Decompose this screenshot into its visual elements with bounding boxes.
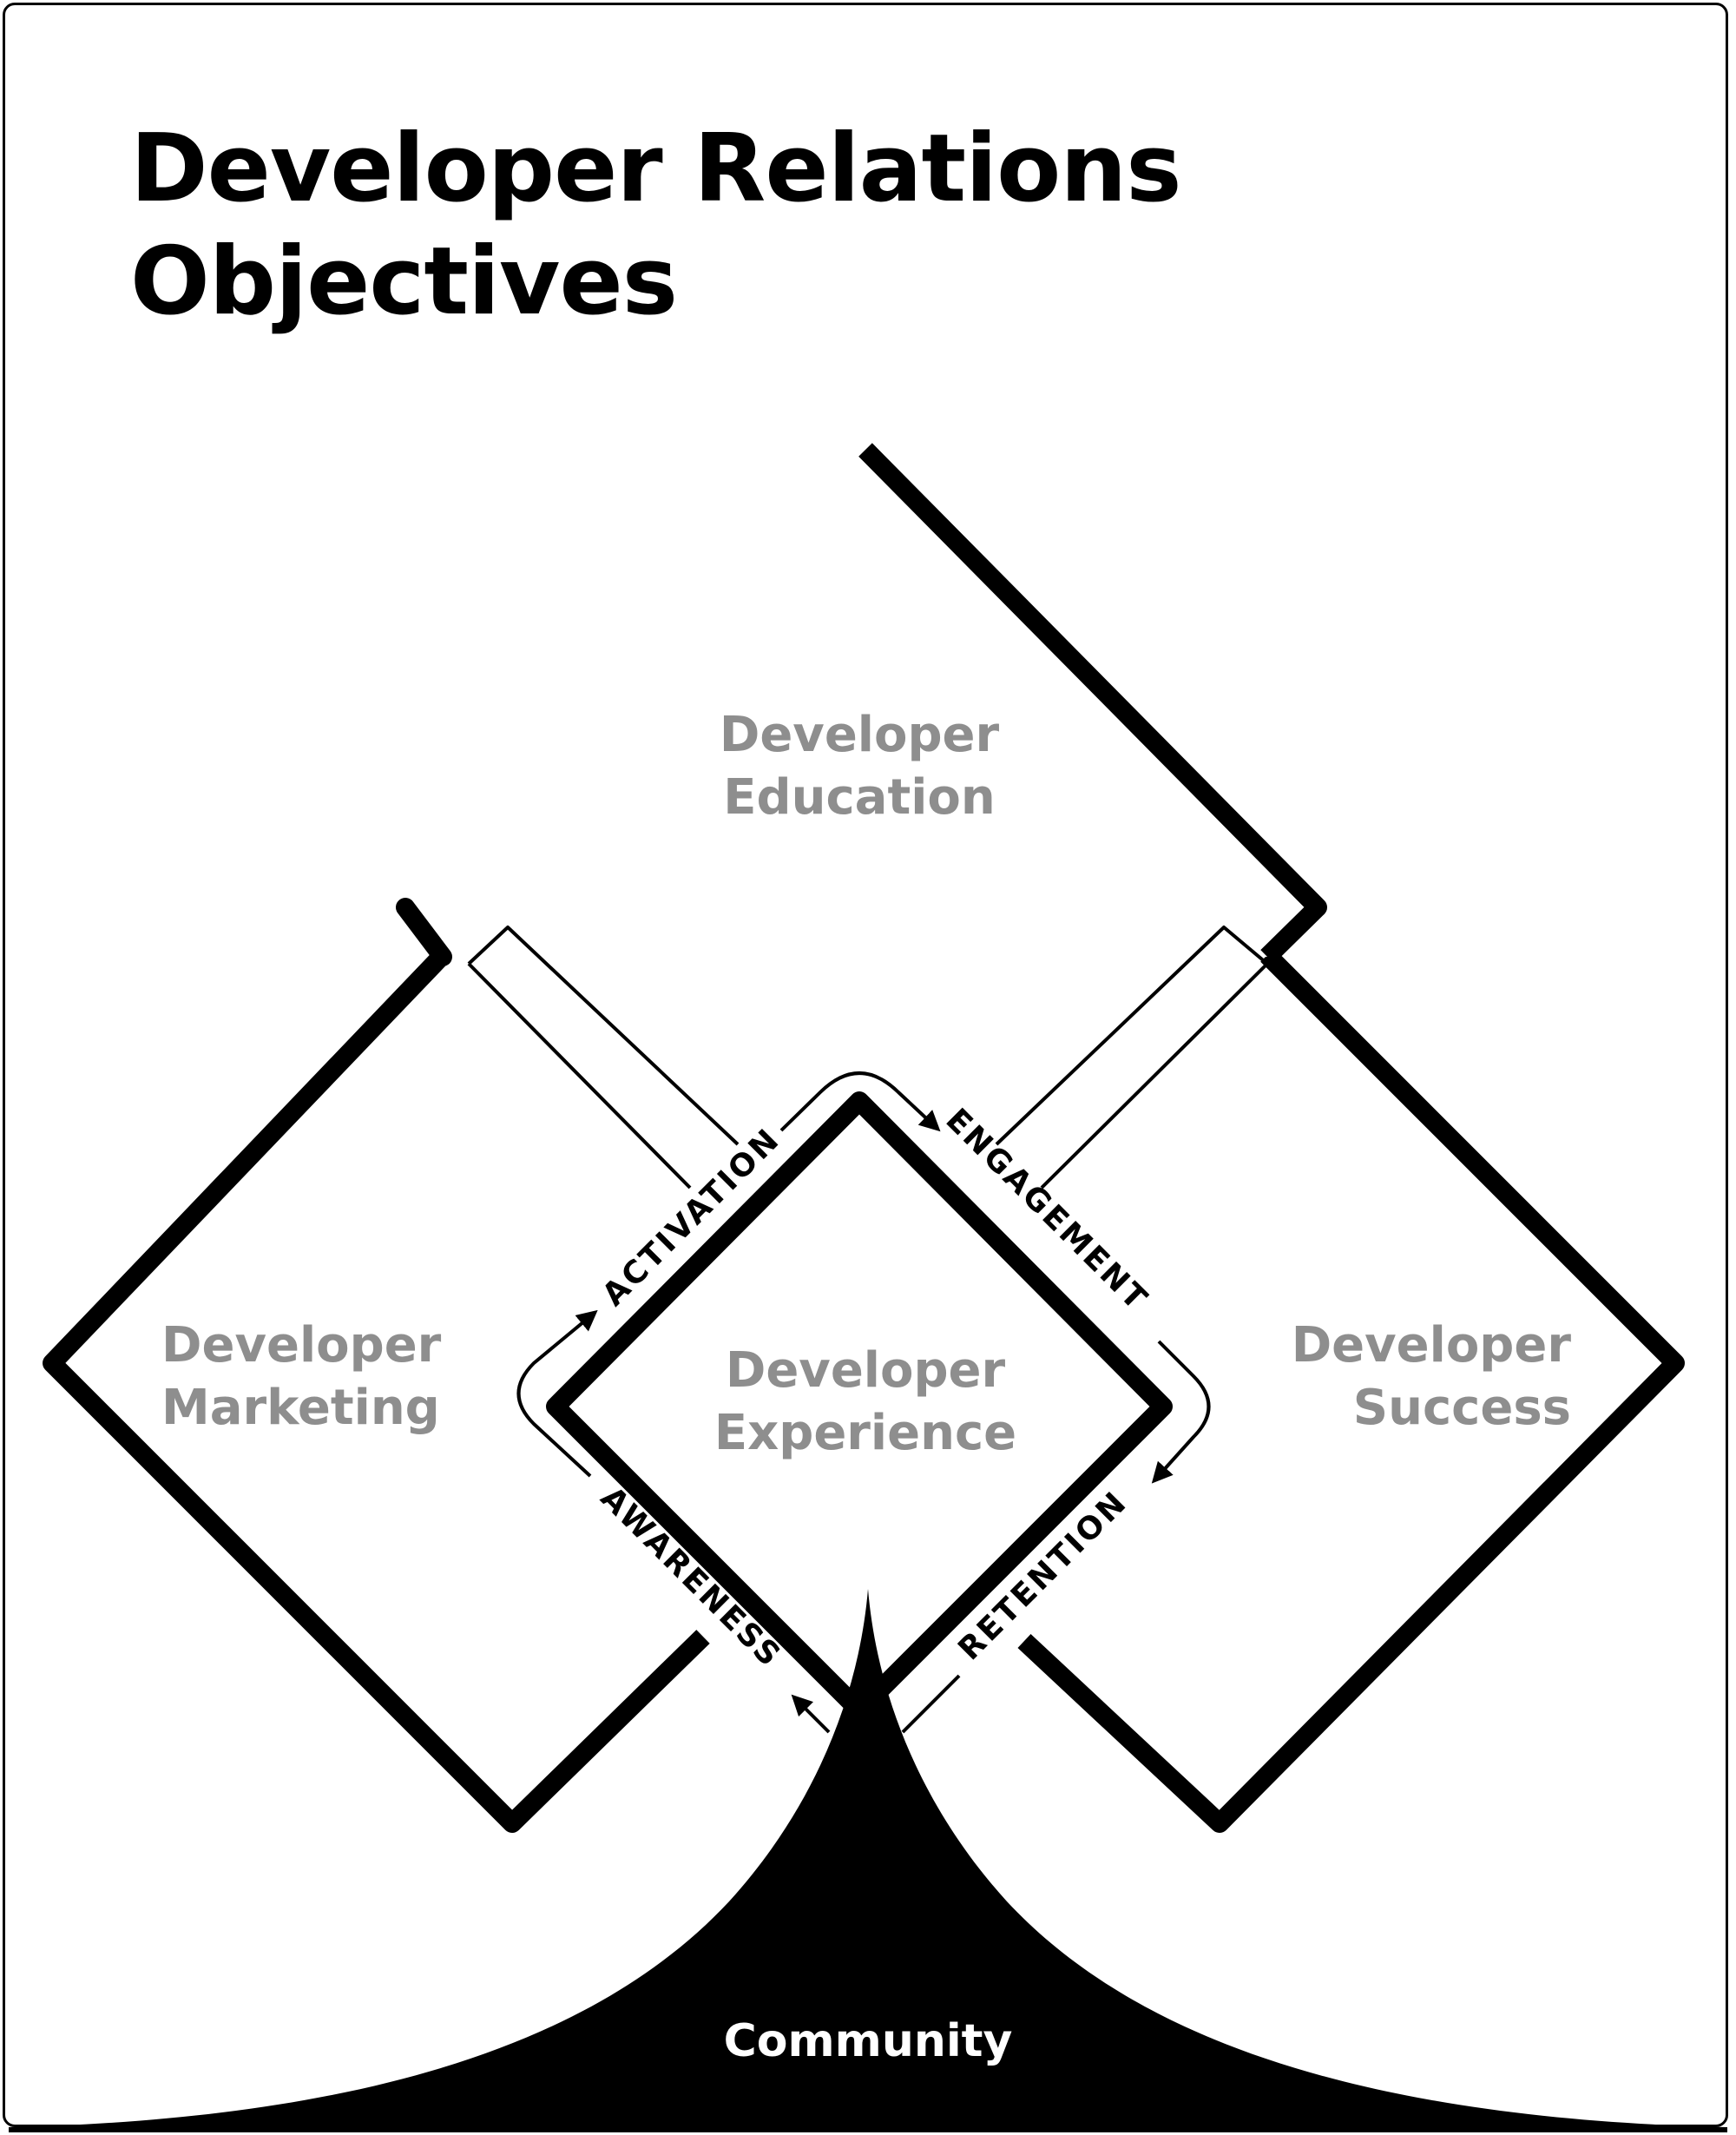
connector-lines	[467, 926, 1269, 1189]
marketing-label-1: Developer	[161, 1317, 442, 1374]
education-label-1: Developer	[720, 707, 1000, 763]
engagement-arrow	[779, 1071, 941, 1132]
experience-label-2: Experience	[714, 1405, 1016, 1461]
success-diamond	[1017, 948, 1685, 1833]
education-diamond	[396, 443, 1327, 966]
activation-arrow	[516, 1309, 598, 1478]
success-label-2: Success	[1353, 1380, 1571, 1436]
page-title: Developer Relations Objectives	[130, 113, 1182, 339]
community-shape	[9, 1589, 1727, 2132]
cycle-arrows	[516, 1071, 1211, 1734]
title-line-2: Objectives	[130, 227, 678, 336]
awareness-arrow	[791, 1694, 831, 1734]
retention-arrow	[1151, 1340, 1211, 1484]
education-label-2: Education	[723, 769, 996, 826]
title-line-1: Developer Relations	[130, 115, 1182, 223]
community-label: Community	[724, 2015, 1013, 2067]
success-label-1: Developer	[1292, 1317, 1572, 1374]
retention-tail	[901, 1674, 961, 1734]
experience-label-1: Developer	[726, 1342, 1006, 1399]
marketing-label-2: Marketing	[161, 1380, 440, 1436]
marketing-diamond	[43, 948, 710, 1833]
